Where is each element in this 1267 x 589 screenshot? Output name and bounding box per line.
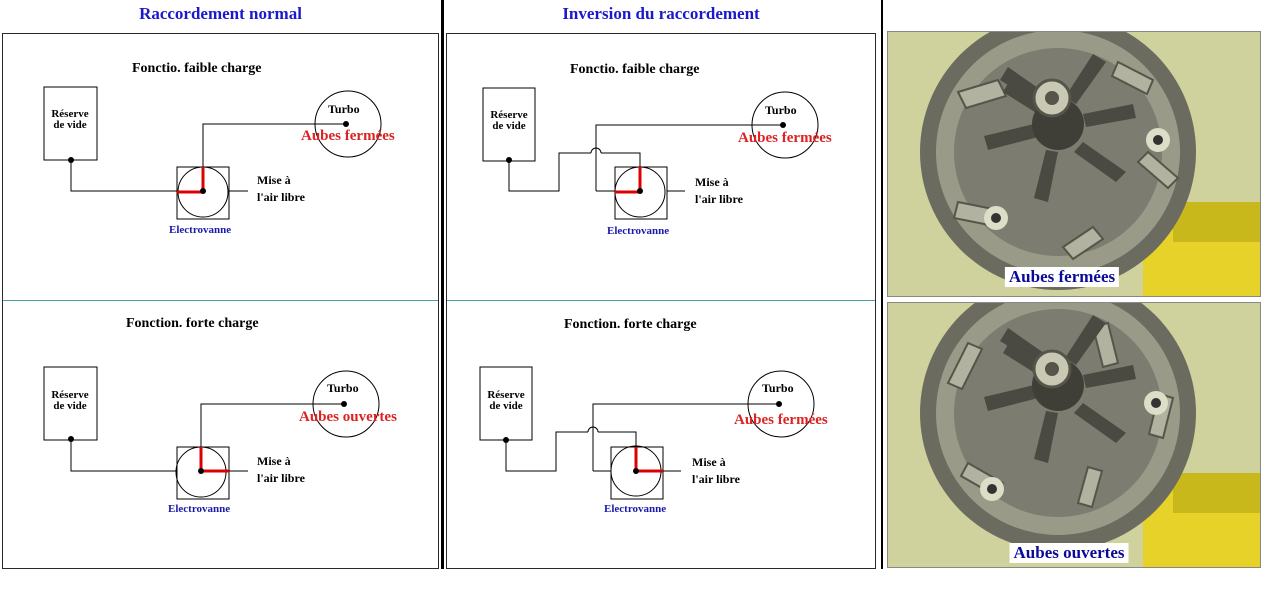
- column-title-inverse: Inversion du raccordement: [562, 4, 760, 23]
- turbine-illustration-open: [888, 303, 1260, 567]
- reserve-label-line2: de vide: [489, 400, 523, 412]
- vent-label-line2: l'air libre: [257, 471, 305, 485]
- schematic-normal-high: [43, 366, 380, 500]
- reserve-label-line1: Réserve: [51, 108, 89, 120]
- reserve-label-line2: de vide: [53, 119, 87, 131]
- reserve-label-line1: Réserve: [51, 389, 89, 401]
- panel-normal: Fonctio. faible charge Réserve de vide T…: [2, 33, 439, 569]
- electrovanne-label: Electrovanne: [607, 225, 670, 237]
- schematic-inverse-high: [479, 366, 815, 500]
- vent-label-line1: Mise à: [257, 173, 291, 187]
- vent-label-line2: l'air libre: [692, 472, 740, 486]
- blade-state-label: Aubes fermées: [734, 412, 828, 428]
- diagram-title: Fonction. forte charge: [564, 317, 697, 332]
- schematic-normal-low: [43, 86, 382, 220]
- diagram-normal-high: Fonction. forte charge Réserve de vide T…: [3, 301, 438, 567]
- turbo-label: Turbo: [327, 381, 359, 395]
- reserve-label: Réserve de vide: [483, 110, 535, 132]
- column-separator-2: [881, 0, 883, 569]
- column-separator-1: [441, 0, 444, 569]
- panel-divider: [447, 300, 875, 301]
- vent-label: Mise à l'air libre: [257, 172, 305, 206]
- diagram-inverse-low: Fonctio. faible charge Réserve de vide T…: [447, 34, 875, 300]
- photo-caption-closed: Aubes fermées: [1004, 267, 1120, 287]
- reserve-label: Réserve de vide: [44, 390, 96, 412]
- panel-divider: [3, 300, 438, 301]
- blade-state-label: Aubes ouvertes: [299, 409, 397, 425]
- panel-inverse: Fonctio. faible charge Réserve de vide T…: [446, 33, 876, 569]
- vent-label-line1: Mise à: [692, 455, 726, 469]
- reserve-label: Réserve de vide: [480, 390, 532, 412]
- blade-state-label: Aubes fermées: [738, 130, 832, 146]
- vent-label-line1: Mise à: [695, 175, 729, 189]
- photo-caption-open: Aubes ouvertes: [1009, 543, 1129, 563]
- diagram-normal-low: Fonctio. faible charge Réserve de vide T…: [3, 34, 438, 300]
- vent-label-line2: l'air libre: [695, 192, 743, 206]
- turbo-label: Turbo: [762, 381, 794, 395]
- vent-label: Mise à l'air libre: [257, 453, 305, 487]
- vent-label: Mise à l'air libre: [695, 174, 743, 208]
- reserve-label-line1: Réserve: [490, 109, 528, 121]
- diagram-title: Fonctio. faible charge: [570, 62, 700, 77]
- vent-label-line2: l'air libre: [257, 190, 305, 204]
- turbo-label: Turbo: [328, 102, 360, 116]
- electrovanne-label: Electrovanne: [604, 503, 667, 515]
- turbo-label: Turbo: [765, 103, 797, 117]
- diagram-inverse-high: Fonction. forte charge Réserve de vide T…: [447, 301, 875, 567]
- column-title-normal: Raccordement normal: [139, 4, 302, 23]
- diagram-title: Fonctio. faible charge: [132, 61, 262, 76]
- turbine-illustration-closed: [888, 32, 1260, 296]
- vent-label-line1: Mise à: [257, 454, 291, 468]
- reserve-label: Réserve de vide: [44, 109, 96, 131]
- turbine-photo-closed: Aubes fermées: [887, 31, 1261, 297]
- turbine-photo-open: Aubes ouvertes: [887, 302, 1261, 568]
- blade-state-label: Aubes fermées: [301, 128, 395, 144]
- reserve-label-line1: Réserve: [487, 389, 525, 401]
- vent-label: Mise à l'air libre: [692, 454, 740, 488]
- diagram-title: Fonction. forte charge: [126, 316, 259, 331]
- electrovanne-label: Electrovanne: [169, 224, 232, 236]
- electrovanne-label: Electrovanne: [168, 503, 231, 515]
- reserve-label-line2: de vide: [492, 120, 526, 132]
- reserve-label-line2: de vide: [53, 400, 87, 412]
- schematic-inverse-low: [482, 87, 819, 220]
